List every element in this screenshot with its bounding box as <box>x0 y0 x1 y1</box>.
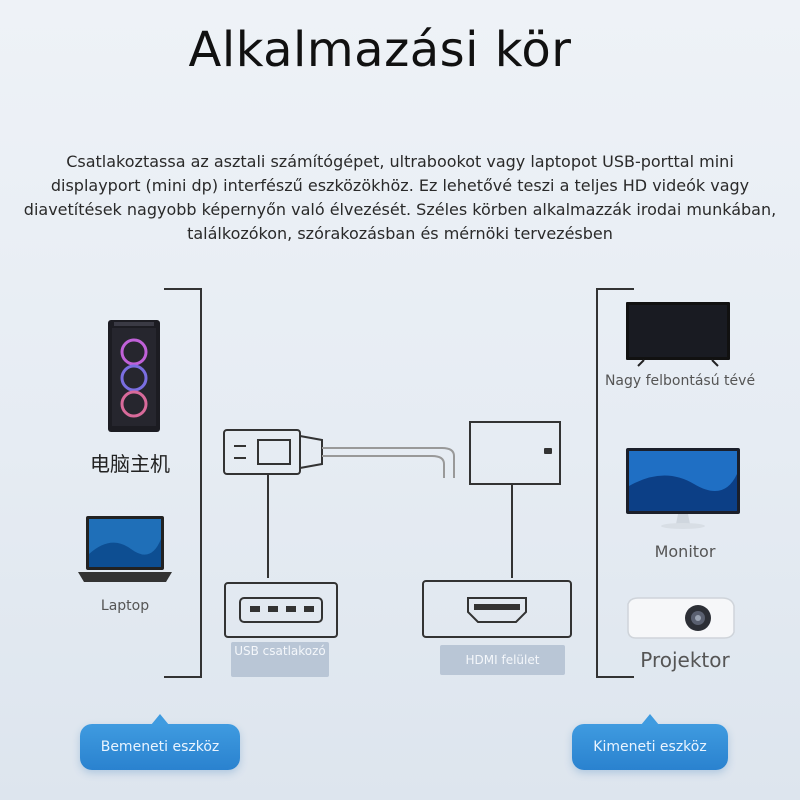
usb-port-label: USB csatlakozó <box>231 642 329 677</box>
input-device-button[interactable]: Bemeneti eszköz <box>80 714 240 770</box>
hdmi-port-icon <box>467 597 527 623</box>
output-devices-bracket <box>596 288 634 678</box>
desktop-pc-label: 电脑主机 <box>90 452 170 476</box>
hdmi-port-box <box>422 580 572 638</box>
laptop-label: Laptop <box>100 598 150 614</box>
hdmi-port-label: HDMI felület <box>440 645 565 675</box>
monitor-icon <box>626 448 740 529</box>
usb-hdmi-adapter-icon <box>223 421 561 578</box>
usb-port-box <box>224 582 338 638</box>
projector-icon <box>627 597 735 639</box>
usb-port-icon <box>239 597 323 623</box>
projector-label: Projektor <box>640 648 730 672</box>
tv-icon <box>626 302 730 367</box>
page-title: Alkalmazási kör <box>188 22 572 78</box>
output-device-button[interactable]: Kimeneti eszköz <box>572 714 728 770</box>
tv-label: Nagy felbontású tévé <box>604 373 756 389</box>
desktop-pc-icon <box>108 320 160 432</box>
input-devices-bracket <box>164 288 202 678</box>
monitor-label: Monitor <box>654 542 716 561</box>
laptop-icon <box>78 516 172 582</box>
description-text: Csatlakoztassa az asztali számítógépet, … <box>23 152 777 243</box>
